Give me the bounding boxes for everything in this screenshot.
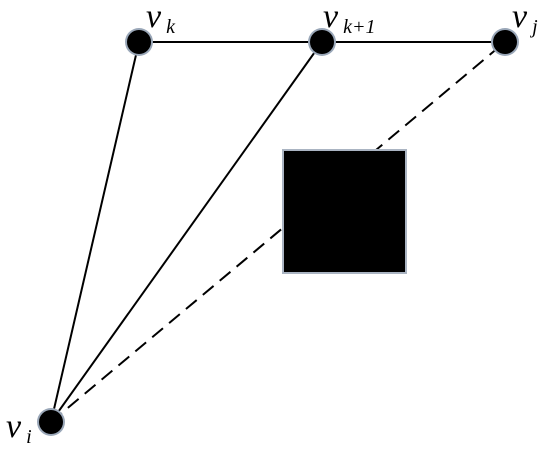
node-vk: [125, 28, 153, 56]
label-vj-sub: j: [529, 16, 538, 38]
edge-vi-vk: [50, 41, 140, 423]
edge-vi-vk1: [50, 41, 323, 423]
node-vi: [37, 408, 65, 436]
label-vk-main: v: [146, 0, 162, 35]
label-vi-main: v: [6, 408, 22, 445]
label-vi-sub: i: [26, 426, 32, 448]
label-vk1: v k+1: [323, 0, 375, 38]
label-vk1-sub: k+1: [343, 16, 375, 38]
label-vk-sub: k: [166, 16, 176, 38]
obstacle-square: [282, 149, 407, 274]
label-vj-main: v: [512, 0, 528, 35]
edge-vi-vj-dashed: [50, 41, 506, 423]
label-vj: v j: [512, 0, 538, 38]
label-vk1-main: v: [323, 0, 339, 35]
node-vk1: [308, 28, 336, 56]
label-vk: v k: [146, 0, 176, 38]
label-vi: v i: [6, 408, 32, 448]
node-vj: [491, 28, 519, 56]
